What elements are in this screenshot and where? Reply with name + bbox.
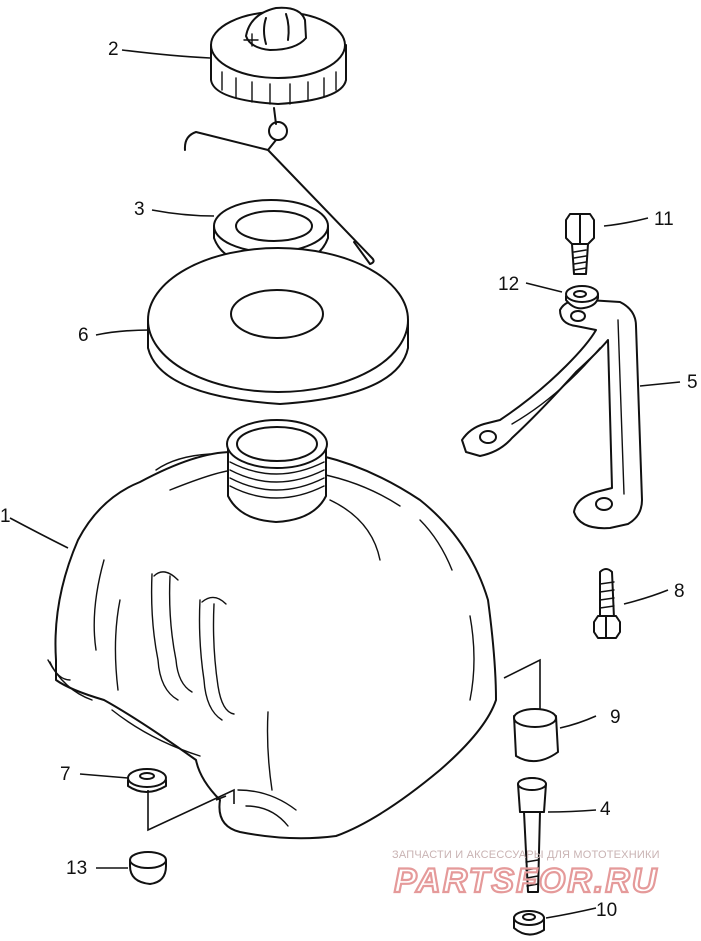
rubber-bushing-part [513, 708, 559, 763]
callout-label-4: 4 [600, 799, 611, 820]
callout-label-7: 7 [60, 764, 71, 785]
bracket-washer-part [565, 285, 599, 310]
watermark-tagline: ЗАПЧАСТИ И АКСЕССУАРЫ ДЛЯ МОТОТЕХНИКИ [392, 849, 660, 861]
callout-label-11: 11 [654, 209, 674, 230]
callout-label-12: 12 [498, 274, 519, 295]
watermark-logo: PARTSFOR.RU [394, 862, 658, 900]
tank-foam-washer-part [147, 247, 409, 405]
callout-label-5: 5 [687, 372, 698, 393]
grommet-part [127, 768, 167, 793]
callout-label-10: 10 [596, 900, 617, 921]
callout-label-3: 3 [134, 199, 145, 220]
mount-stud-part [517, 777, 547, 893]
callout-label-1: 1 [0, 506, 11, 527]
callout-label-8: 8 [674, 581, 685, 602]
plug-cap-part [129, 851, 167, 885]
mount-bolt-part [593, 568, 621, 639]
callout-label-2: 2 [108, 39, 119, 60]
callout-label-9: 9 [610, 707, 621, 728]
nut-part [513, 910, 545, 936]
leader-lines [9, 49, 681, 919]
callout-label-6: 6 [78, 325, 89, 346]
retaining-wire [183, 131, 375, 265]
fuel-tank-part [47, 419, 497, 840]
fuel-cap-part [210, 6, 347, 141]
tank-bracket-part [461, 298, 643, 530]
assembly-guide-lines [147, 658, 541, 832]
bracket-bolt-part [565, 213, 595, 275]
callout-label-13: 13 [66, 858, 87, 879]
